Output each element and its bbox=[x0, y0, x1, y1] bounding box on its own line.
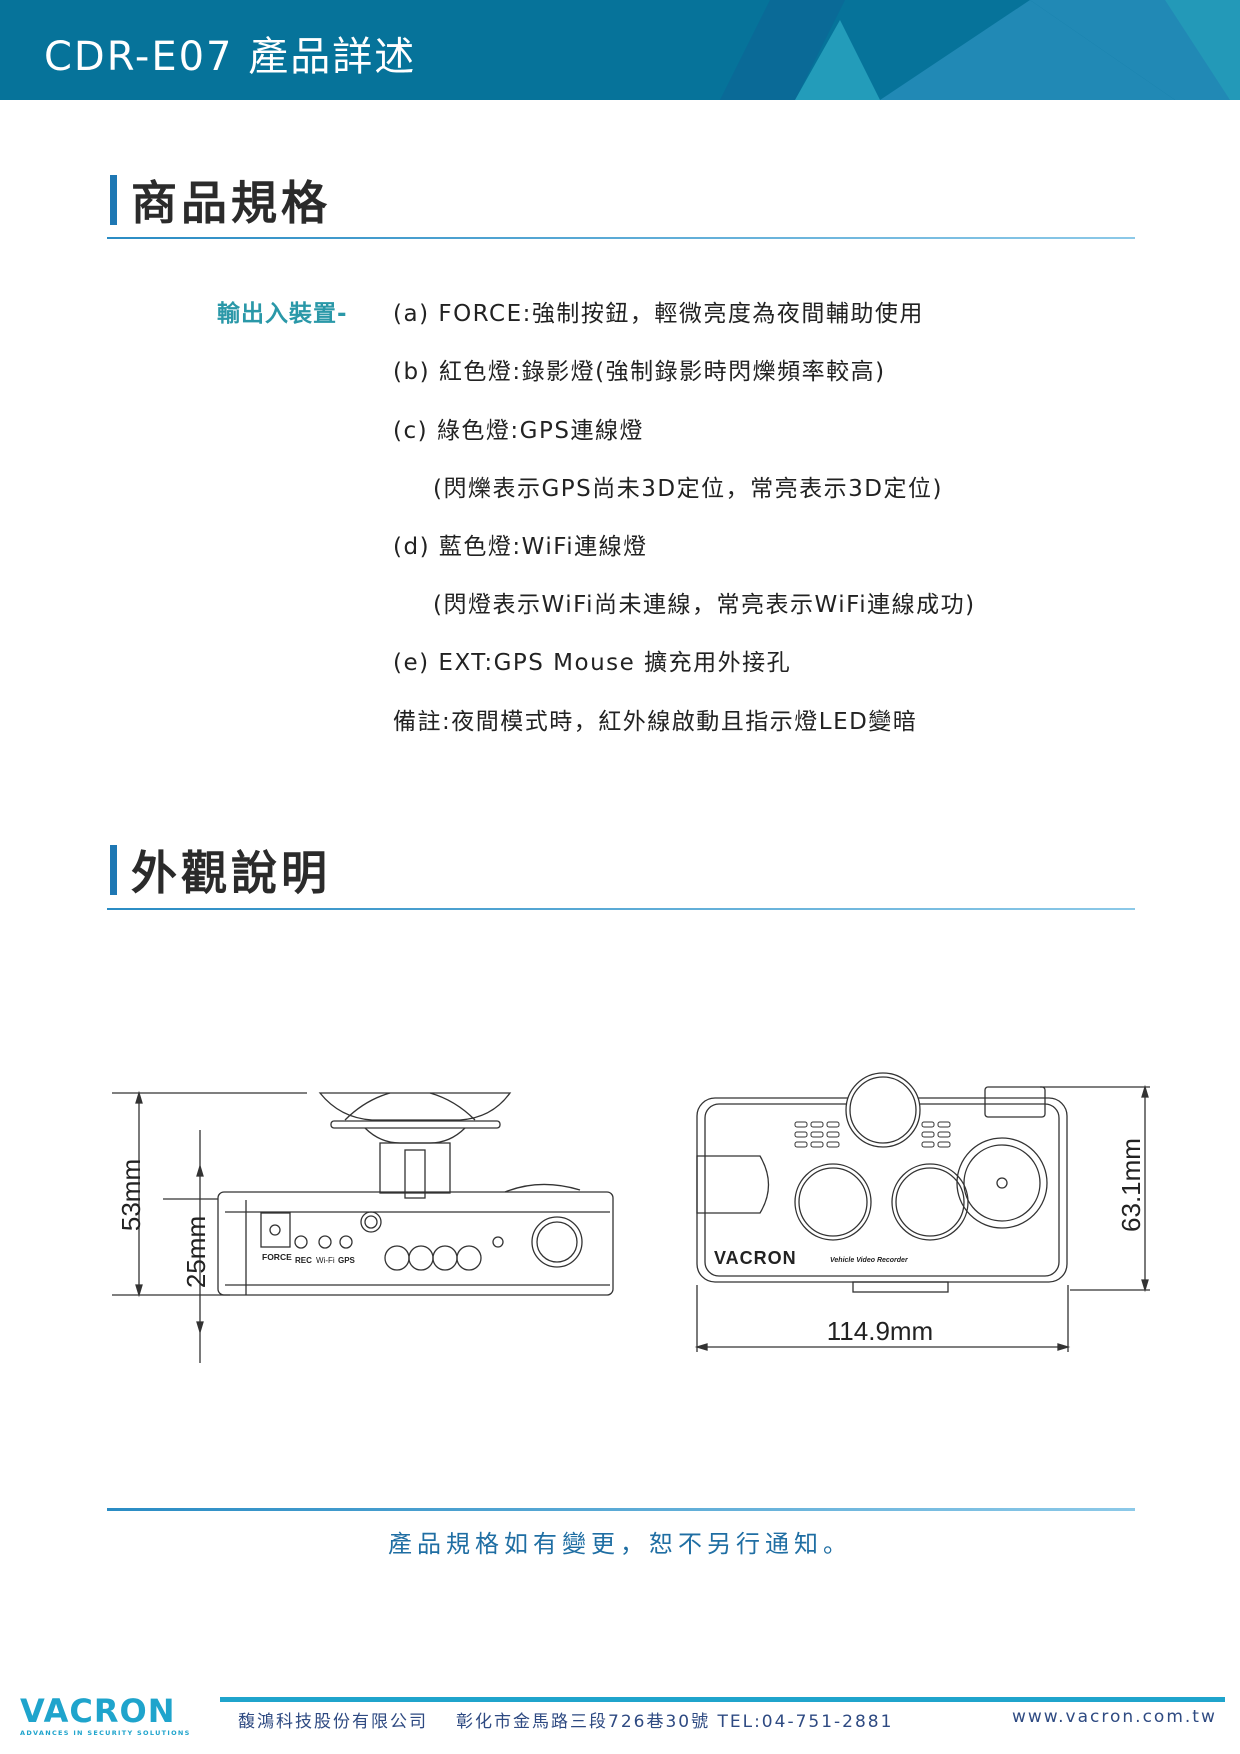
height-63-label: 63.1mm bbox=[1116, 1138, 1146, 1232]
page-title: CDR-E07 產品詳述 bbox=[44, 34, 417, 80]
height-25-label: 25mm bbox=[181, 1216, 211, 1288]
device-brand: VACRON bbox=[714, 1248, 797, 1268]
device-subtitle: Vehicle Video Recorder bbox=[830, 1257, 909, 1264]
logo-text: VACRON bbox=[20, 1692, 176, 1730]
footer-line bbox=[220, 1697, 1225, 1702]
heading-bar bbox=[110, 845, 117, 895]
notice-text: 產品規格如有變更，恕不另行通知。 bbox=[388, 1530, 852, 1558]
website-link[interactable]: www.vacron.com.tw bbox=[1012, 1707, 1217, 1727]
notice-divider bbox=[107, 1508, 1135, 1511]
header-decoration bbox=[720, 0, 1240, 100]
company-address: 彰化市金馬路三段726巷30號 TEL:04-751-2881 bbox=[456, 1712, 894, 1732]
height-53-label: 53mm bbox=[116, 1159, 146, 1231]
force-label: FORCE bbox=[262, 1252, 292, 1262]
side-view-drawing: 53mm 25mm FORCE REC Wi-Fi GPS bbox=[112, 1090, 614, 1363]
spec-line: (e) EXT:GPS Mouse 擴充用外接孔 bbox=[393, 650, 792, 676]
spec-line: 備註:夜間模式時，紅外線啟動且指示燈LED變暗 bbox=[393, 709, 918, 735]
dimension-drawings: 53mm 25mm FORCE REC Wi-Fi GPS bbox=[112, 1072, 1150, 1363]
heading-bar bbox=[110, 175, 117, 225]
spec-line: (閃燈表示WiFi尚未連線，常亮表示WiFi連線成功) bbox=[433, 592, 976, 618]
spec-title: 商品規格 bbox=[131, 176, 331, 230]
appearance-section-heading: 外觀說明 bbox=[110, 844, 331, 900]
company-name: 馥鴻科技股份有限公司 bbox=[238, 1712, 428, 1732]
logo-tagline: ADVANCES IN SECURITY SOLUTIONS bbox=[20, 1729, 191, 1737]
appearance-title: 外觀說明 bbox=[131, 846, 331, 900]
vacron-logo: VACRON ADVANCES IN SECURITY SOLUTIONS bbox=[20, 1695, 191, 1737]
spec-line: (c) 綠色燈:GPS連線燈 bbox=[393, 418, 644, 444]
page-header: CDR-E07 產品詳述 bbox=[0, 0, 1240, 100]
width-label: 114.9mm bbox=[827, 1316, 933, 1346]
spec-section-heading: 商品規格 bbox=[110, 174, 331, 230]
rec-label: REC bbox=[295, 1256, 312, 1265]
divider bbox=[107, 908, 1135, 910]
wifi-label: Wi-Fi bbox=[316, 1256, 335, 1265]
gps-label: GPS bbox=[338, 1256, 356, 1265]
spec-line: (b) 紅色燈:錄影燈(強制錄影時閃爍頻率較高) bbox=[393, 359, 886, 385]
divider bbox=[107, 237, 1135, 239]
top-view-drawing: VACRON Vehicle Video Recorder 114.9mm 63… bbox=[694, 1072, 1150, 1352]
spec-line: (d) 藍色燈:WiFi連線燈 bbox=[393, 534, 648, 560]
spec-line: (a) FORCE:強制按鈕，輕微亮度為夜間輔助使用 bbox=[393, 301, 924, 327]
spec-line: (閃爍表示GPS尚未3D定位，常亮表示3D定位) bbox=[433, 476, 943, 502]
io-label: 輸出入裝置- bbox=[217, 301, 348, 327]
